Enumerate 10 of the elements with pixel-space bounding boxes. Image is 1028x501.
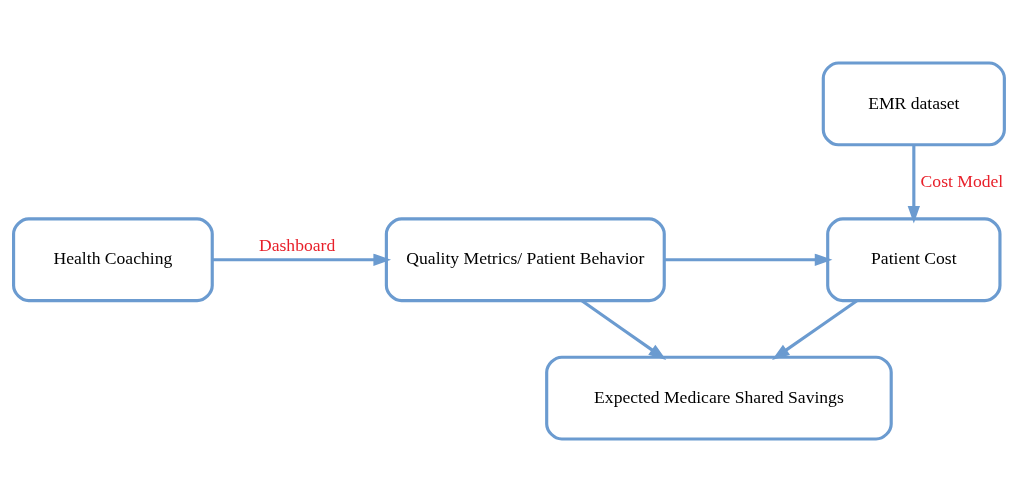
node-box: Health Coaching	[12, 216, 214, 302]
edge-label: Dashboard	[258, 234, 336, 255]
arrow	[212, 253, 392, 266]
edge-label: Cost Model	[920, 170, 1004, 190]
node-box: Quality Metrics/ Patient Behavior	[384, 216, 666, 302]
arrow	[664, 253, 833, 266]
node-box: EMR dataset	[821, 60, 1006, 146]
node-box: Expected Medicare Shared Savings	[545, 355, 893, 441]
node-box: Patient Cost	[826, 216, 1002, 302]
arrow	[907, 144, 920, 224]
